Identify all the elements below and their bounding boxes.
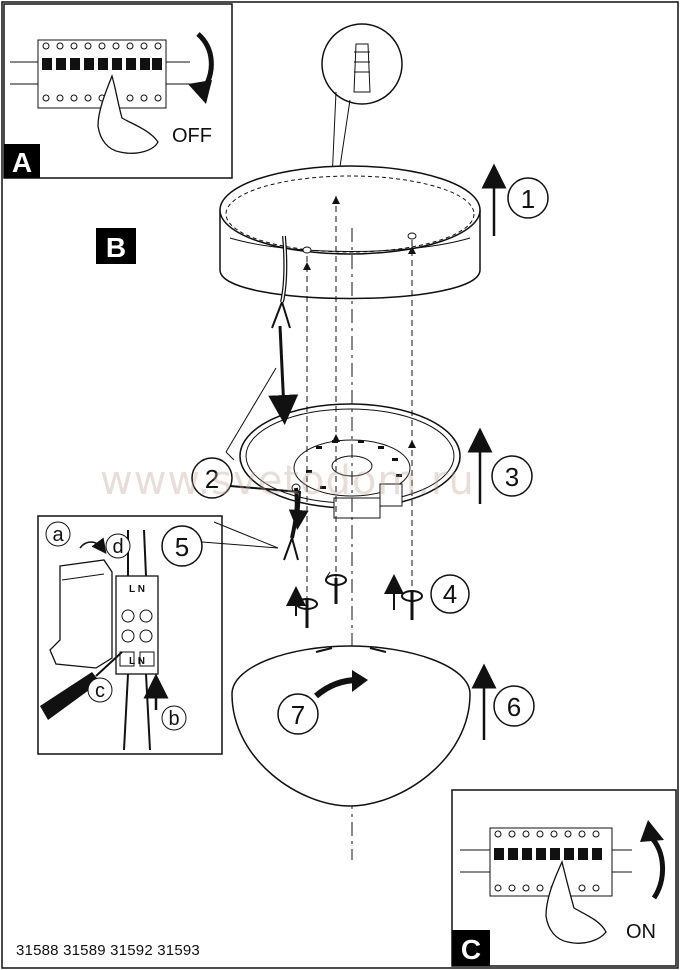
hand-icon: [97, 73, 159, 154]
label-b: B: [106, 232, 126, 263]
step-3-label: 3: [505, 462, 519, 492]
terminal-bottom-label: L N: [129, 656, 145, 667]
step-6-badge: [471, 663, 535, 740]
ceiling-base: [219, 165, 481, 329]
step-3-badge: [467, 427, 533, 504]
step-4-badge: [430, 574, 470, 614]
label-a: A: [12, 147, 32, 178]
rotate-icon: [401, 590, 423, 602]
terminal-top-label: L N: [129, 584, 145, 595]
step-1-label: 1: [521, 184, 535, 214]
terminal-block-icon: [115, 575, 159, 675]
detail-a-label: a: [52, 524, 64, 546]
step-1-badge: [481, 163, 549, 236]
cable-feed-arrow: [268, 325, 299, 425]
panel-a: [3, 3, 233, 179]
wall-plug-callout: [321, 23, 403, 193]
terminal-cover-icon: [49, 559, 113, 669]
off-label: OFF: [172, 125, 212, 147]
step-6-label: 6: [507, 692, 521, 722]
screwdriver-icon: [40, 672, 100, 720]
step-2-arrow: [229, 485, 309, 530]
screws: [286, 571, 423, 628]
label-b-box: [96, 228, 136, 264]
label-c: C: [461, 934, 481, 965]
watermark: www.svetodom.ru: [100, 458, 475, 504]
breaker-strip-a: [10, 39, 190, 109]
wall-plug-icon: [353, 43, 371, 93]
detail-d-label: d: [112, 536, 123, 558]
on-label: ON: [626, 921, 656, 943]
hand-icon: [545, 860, 607, 944]
detail-c-label: c: [95, 680, 105, 702]
step-5-badge: [161, 525, 203, 567]
label-c-box: [452, 930, 490, 966]
step-7-label: 7: [291, 700, 305, 730]
detail-b-label: b: [168, 708, 179, 730]
step-2-label: 2: [205, 464, 219, 494]
diffuser-dome: [231, 645, 471, 807]
step-5-label: 5: [175, 532, 189, 562]
label-a-box: [4, 144, 40, 178]
rotate-icon: [325, 574, 347, 586]
step-2-badge: [191, 457, 233, 499]
step-7-badge: [277, 693, 319, 735]
step-4-label: 4: [443, 579, 457, 609]
pointer-line: [225, 367, 277, 453]
model-numbers: 31588 31589 31592 31593: [16, 942, 200, 959]
